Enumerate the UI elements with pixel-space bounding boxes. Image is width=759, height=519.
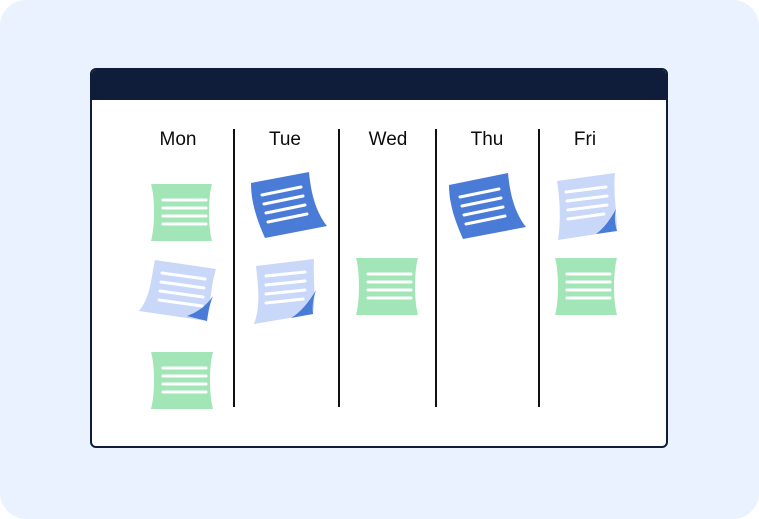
day-label-tue: Tue (268, 129, 302, 150)
column-divider (435, 129, 437, 407)
sticky-note-tue-1 (251, 172, 327, 238)
column-divider (233, 129, 235, 407)
column-divider (538, 129, 540, 407)
column-divider (338, 129, 340, 407)
sticky-note-tue-2 (254, 259, 316, 324)
sticky-note-mon-3 (151, 352, 213, 409)
board-header-bar (92, 70, 666, 100)
sticky-note-mon-1 (151, 184, 212, 241)
sticky-note-fri-1 (557, 173, 617, 240)
day-label-mon: Mon (159, 129, 197, 150)
day-label-wed: Wed (368, 129, 408, 150)
sticky-note-fri-2 (555, 258, 617, 315)
day-label-thu: Thu (470, 129, 504, 150)
sticky-note-mon-2 (139, 260, 216, 321)
sticky-note-wed-1 (356, 258, 418, 315)
day-label-fri: Fri (573, 129, 597, 150)
sticky-note-thu-1 (449, 173, 526, 239)
